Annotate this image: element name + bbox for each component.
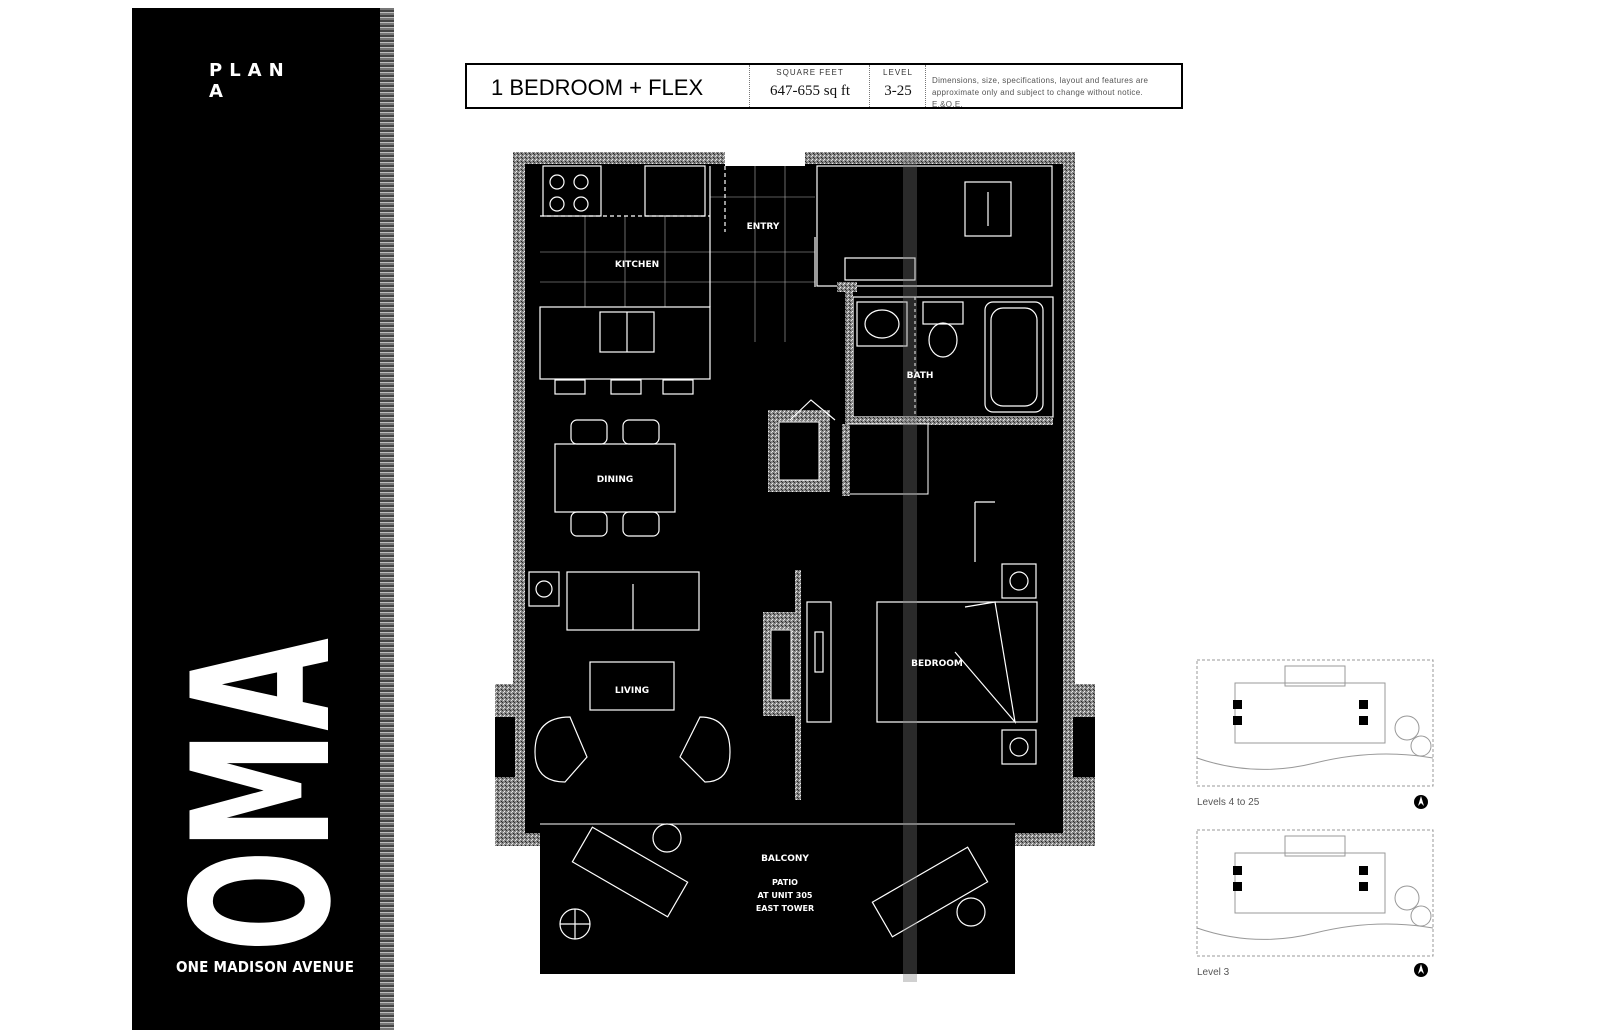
partition-wall	[795, 570, 801, 800]
room-label-living: LIVING	[615, 686, 649, 696]
room-label-patio-3: EAST TOWER	[756, 904, 814, 913]
disclaimer: Dimensions, size, specifications, layout…	[932, 76, 1149, 109]
key-plan-caption-level-3: Level 3	[1197, 967, 1230, 978]
balcony-furniture	[559, 823, 989, 940]
room-label-dining: DINING	[597, 475, 634, 485]
key-plan-upper-levels	[1196, 659, 1434, 787]
scan-stripe	[903, 152, 917, 982]
entry-door-gap	[725, 152, 805, 166]
room-label-balcony: BALCONY	[761, 854, 809, 864]
room-label-bedroom: BEDROOM	[911, 659, 963, 669]
closet-block	[847, 423, 929, 495]
key-plan-caption-upper: Levels 4 to 25	[1197, 797, 1260, 808]
room-label-patio-2: AT UNIT 305	[758, 891, 813, 900]
square-feet-label: SQUARE FEET	[776, 68, 844, 77]
bedroom-furniture	[876, 501, 1038, 765]
unit-info-box: 1 BEDROOM + FLEX SQUARE FEET 647-655 sq …	[465, 63, 1183, 109]
floor-tiles	[540, 166, 815, 342]
tagline: ONE MADISON AVENUE	[176, 958, 355, 976]
key-plan-level-3	[1196, 829, 1434, 957]
room-label-patio-1: PATIO	[772, 878, 798, 887]
flex-wall	[837, 282, 857, 292]
laundry-unit	[778, 421, 820, 481]
level-label: LEVEL	[883, 68, 913, 77]
living-wing-floor	[525, 697, 1063, 833]
bath-wall-bottom	[845, 417, 1053, 425]
media-unit	[770, 629, 792, 701]
floor-plan: KITCHEN ENTRY BATH DINING LIVING BEDROOM…	[495, 152, 1095, 982]
closet-wall	[842, 424, 850, 496]
room-label-kitchen: KITCHEN	[615, 260, 659, 270]
unit-type: 1 BEDROOM + FLEX	[491, 75, 704, 100]
sidebar-banner	[132, 8, 394, 1030]
level-column: LEVEL 3-25	[869, 65, 926, 107]
balcony-floor	[540, 824, 1015, 974]
square-feet-value: 647-655 sq ft	[770, 83, 850, 99]
room-label-entry: ENTRY	[747, 222, 780, 232]
oma-logo: OMA	[178, 638, 342, 952]
room-label-bath: BATH	[907, 371, 934, 381]
dining-set	[554, 419, 676, 537]
disclaimer-column	[925, 65, 1184, 107]
window-left	[495, 717, 515, 777]
level-value: 3-25	[884, 83, 912, 99]
living-furniture	[528, 571, 832, 783]
bath-wall	[845, 292, 853, 424]
oma-logo-text: OMA	[178, 638, 342, 952]
sidebar-edge	[380, 8, 394, 1030]
laundry-door	[789, 399, 836, 421]
north-arrow-icon	[1414, 795, 1428, 809]
square-feet-column: SQUARE FEET 647-655 sq ft	[749, 65, 870, 107]
plan-label: PLAN A	[209, 60, 291, 102]
flex-room	[814, 165, 1053, 287]
window-right	[1073, 717, 1095, 777]
north-arrow-icon	[1414, 963, 1428, 977]
